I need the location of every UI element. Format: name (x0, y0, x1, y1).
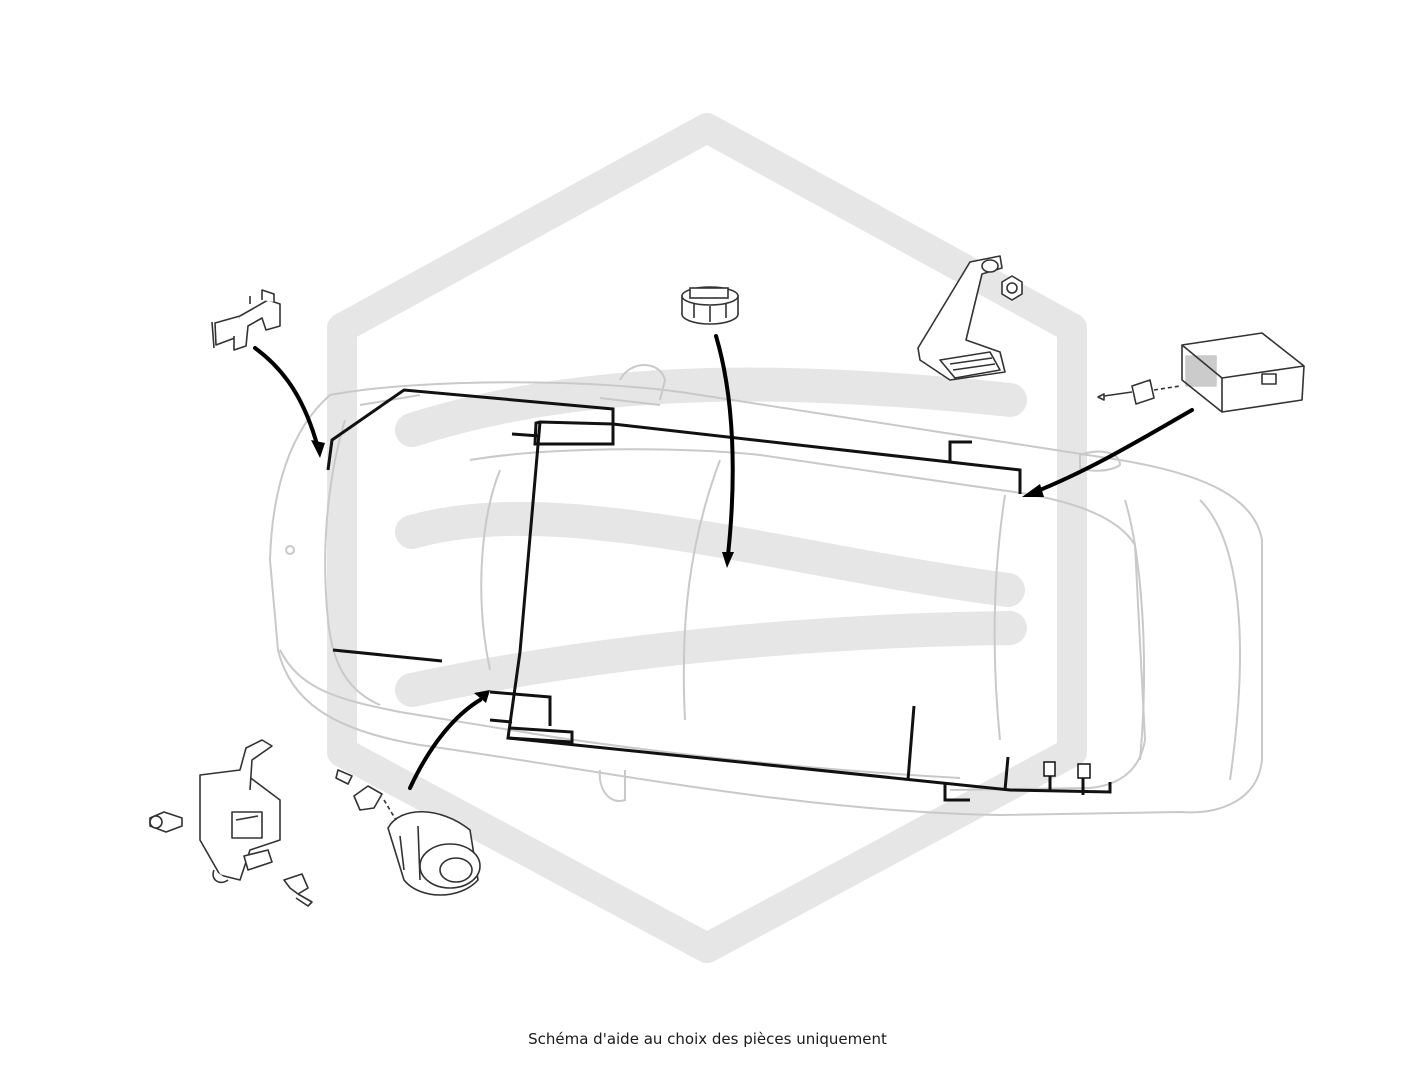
sensor-bracket-icon[interactable] (149, 739, 313, 907)
watermark-logo-icon (327, 113, 1087, 963)
arrow-heads (311, 440, 1044, 703)
module-box-icon[interactable] (1097, 332, 1305, 413)
connector-clip-icon[interactable] (211, 289, 281, 351)
bracket-icon[interactable] (917, 255, 1023, 381)
round-sensor-icon[interactable] (335, 769, 481, 896)
pointer-arrows (253, 334, 1194, 790)
wiring-harness (326, 388, 1112, 802)
sensor-icon[interactable] (681, 286, 739, 325)
caption-text: Schéma d'aide au choix des pièces unique… (528, 1030, 887, 1048)
harness-connectors (1043, 761, 1091, 779)
